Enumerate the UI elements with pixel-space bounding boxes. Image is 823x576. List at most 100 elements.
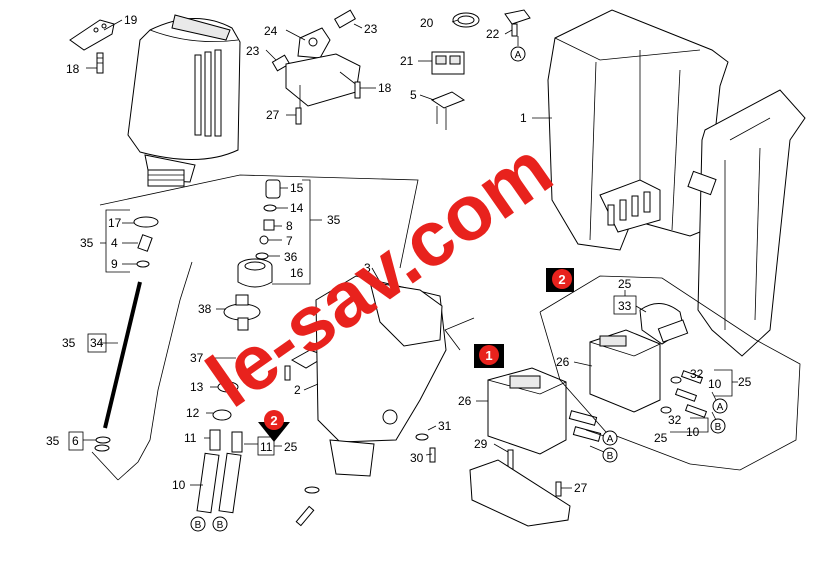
part-24-solenoid-valve [271, 9, 361, 108]
label-2: 2 [294, 383, 301, 397]
svg-text:2: 2 [558, 272, 565, 287]
label-23: 23 [246, 44, 260, 58]
label-33: 33 [618, 299, 632, 313]
label-1: 1 [520, 111, 527, 125]
label-25: 25 [618, 277, 632, 291]
part-18-screw-left [96, 52, 104, 74]
svg-text:B: B [217, 520, 224, 531]
ref-A-right: A [712, 398, 728, 414]
label-15: 15 [290, 181, 304, 195]
ref-B-mid: B [602, 447, 618, 463]
label-3: 3 [364, 261, 371, 275]
label-35: 35 [327, 213, 341, 227]
part-4-valve [137, 234, 153, 252]
part-31-washer [415, 433, 429, 441]
label-27: 27 [266, 108, 280, 122]
part-12-nut [212, 409, 232, 421]
label-6: 6 [72, 434, 79, 448]
label-11: 11 [184, 431, 197, 445]
label-24: 24 [264, 24, 278, 38]
label-10: 10 [686, 425, 700, 439]
part-labels: 19 18 24 23 23 27 18 20 22 21 5 1 15 14 … [46, 13, 752, 495]
ref-A-mid: A [602, 430, 618, 446]
label-29: 29 [474, 437, 488, 451]
group-outline-right [539, 275, 801, 471]
part-16-nut [237, 258, 273, 288]
part-3-cover [369, 281, 443, 347]
label-12: 12 [186, 406, 200, 420]
label-19: 19 [124, 13, 138, 27]
part-bottom-screw [295, 486, 320, 527]
label-18: 18 [378, 81, 392, 95]
badge-1: 1 [474, 344, 504, 368]
part-20-seal [452, 12, 480, 28]
part-34-tube [103, 281, 142, 429]
svg-text:1: 1 [485, 348, 492, 363]
part-26-boiler-1 [487, 367, 602, 455]
part-22-connector [504, 9, 531, 37]
label-26: 26 [458, 394, 472, 408]
badge-2-right: 2 [546, 268, 574, 292]
part-11-fittings [209, 429, 243, 453]
label-30: 30 [410, 451, 424, 465]
part-21-switch [431, 51, 465, 75]
part-15-14-8-7-36-stack [255, 179, 281, 260]
label-31: 31 [438, 419, 452, 433]
part-9-ring [136, 260, 150, 268]
svg-text:B: B [607, 451, 614, 462]
leader-lines [68, 19, 738, 489]
label-18: 18 [66, 62, 80, 76]
label-38: 38 [198, 302, 212, 316]
part-18-screw-right [354, 81, 361, 99]
ref-A-top: A [510, 46, 526, 62]
part-base-plate [469, 459, 571, 527]
part-6-rings [94, 436, 111, 452]
label-32: 32 [690, 367, 704, 381]
ref-B-left1: B [190, 516, 206, 532]
label-9: 9 [111, 257, 118, 271]
label-23: 23 [364, 22, 378, 36]
label-14: 14 [290, 201, 304, 215]
label-35: 35 [46, 434, 60, 448]
label-26: 26 [556, 355, 570, 369]
part-30-screw [429, 447, 436, 463]
label-35: 35 [62, 336, 76, 350]
part-26-boiler-2 [589, 329, 661, 413]
label-25: 25 [284, 440, 298, 454]
part-27-screw-bottom [555, 481, 562, 497]
part-side-panel [687, 89, 806, 357]
label-5: 5 [410, 88, 417, 102]
label-16: 16 [290, 266, 304, 280]
label-27: 27 [574, 481, 588, 495]
part-17-seal [133, 216, 159, 228]
label-20: 20 [420, 16, 434, 30]
group-outline-left [91, 174, 419, 481]
part-32-pins [674, 370, 708, 418]
part-38-filter-part [223, 294, 261, 331]
label-21: 21 [400, 54, 414, 68]
label-25: 25 [738, 375, 752, 389]
group-outline-mid [444, 317, 475, 351]
label-35: 35 [80, 236, 94, 250]
part-33-bracket [639, 303, 689, 345]
part-10-hoses [196, 452, 242, 514]
part-1-housing [547, 9, 729, 251]
label-17: 17 [108, 216, 122, 230]
label-13: 13 [190, 380, 204, 394]
label-4: 4 [111, 236, 118, 250]
label-11: 11 [260, 440, 273, 454]
svg-text:B: B [715, 422, 722, 433]
part-5-thermostat [430, 91, 466, 130]
svg-text:A: A [607, 434, 614, 445]
label-32: 32 [668, 413, 682, 427]
label-36: 36 [284, 250, 298, 264]
label-8: 8 [286, 219, 293, 233]
svg-text:A: A [515, 50, 522, 61]
label-10: 10 [708, 377, 722, 391]
part-27-screw-top [295, 107, 302, 125]
label-10: 10 [172, 478, 186, 492]
label-22: 22 [486, 27, 500, 41]
part-small-rings [660, 376, 682, 414]
svg-text:B: B [195, 520, 202, 531]
